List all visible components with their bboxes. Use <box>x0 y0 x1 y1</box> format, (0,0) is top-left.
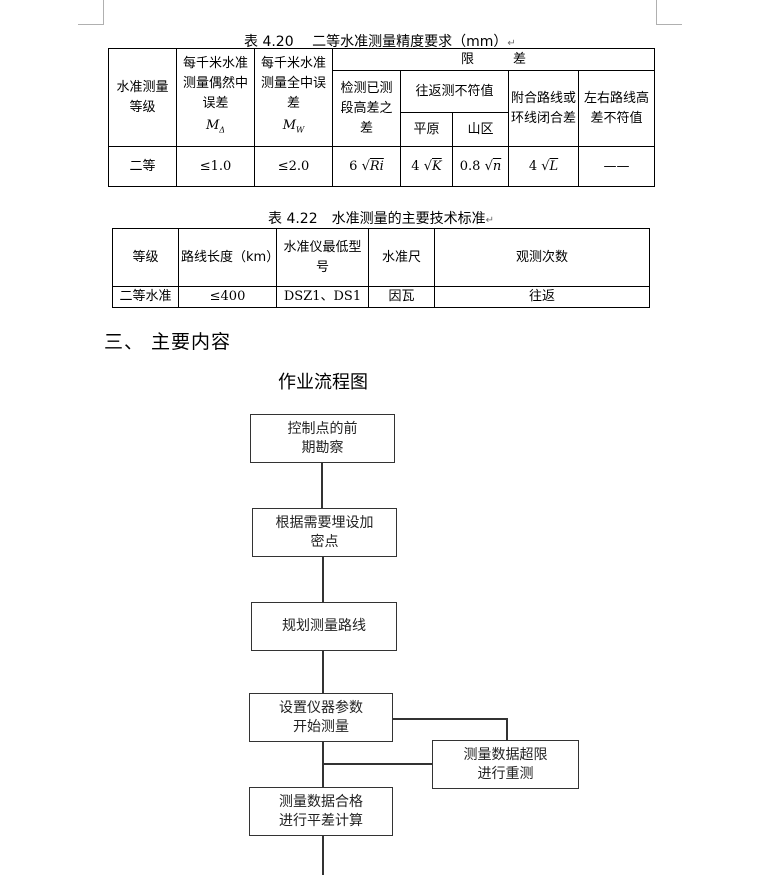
cell-obs-count: 往返 <box>434 286 650 308</box>
connector-2-3 <box>322 556 324 602</box>
header-mountain: 山区 <box>452 112 509 147</box>
connector-6-down <box>322 835 324 875</box>
branch-vertical <box>506 718 508 740</box>
branch-return <box>322 763 432 765</box>
header-level: 水准测量等级 <box>108 48 177 147</box>
flow-step-remeasure: 测量数据超限进行重测 <box>432 740 579 789</box>
header-rod: 水准尺 <box>368 228 435 287</box>
flow-step-bury-points: 根据需要埋设加密点 <box>252 508 397 557</box>
precision-table: 水准测量等级 每千米水准测量偶然中误差 MΔ 每千米水准测量全中误差 MW 限 … <box>108 48 656 187</box>
header-random-error: 每千米水准测量偶然中误差 MΔ <box>176 48 255 147</box>
header-left-right: 左右路线高差不符值 <box>577 70 656 147</box>
header-limit: 限 差 <box>331 48 656 71</box>
cell-flat-formula: 4 √K <box>400 146 453 187</box>
section-heading: 三、 主要内容 <box>104 331 232 353</box>
flow-step-survey: 控制点的前期勘察 <box>250 414 395 463</box>
cell-total-error: ≤2.0 <box>254 146 333 187</box>
cell-level: 二等 <box>108 146 177 187</box>
flow-step-start-measure: 设置仪器参数开始测量 <box>249 693 393 742</box>
flowchart-title: 作业流程图 <box>278 372 368 393</box>
connector-3-4 <box>322 650 324 693</box>
cell-grade: 二等水准 <box>112 286 179 308</box>
standards-table: 等级 路线长度（km） 水准仪最低型号 水准尺 观测次数 二等水准 ≤400 D… <box>112 228 650 308</box>
table1-caption: 表 4.20 二等水准测量精度要求（mm）↵ <box>244 34 516 50</box>
header-total-error: 每千米水准测量全中误差 MW <box>254 48 333 147</box>
header-route-length: 路线长度（km） <box>178 228 277 287</box>
header-grade: 等级 <box>112 228 179 287</box>
connector-1-2 <box>321 463 323 508</box>
table2-caption: 表 4.22 水准测量的主要技术标准↵ <box>268 211 495 227</box>
cell-closing-formula: 4 √L <box>508 146 579 187</box>
margin-guide-top-left-v <box>103 0 104 24</box>
cell-rod: 因瓦 <box>368 286 435 308</box>
cell-mountain-formula: 0.8 √n <box>452 146 509 187</box>
cell-instrument: DSZ1、DS1 <box>276 286 369 308</box>
margin-guide-top-right-h <box>656 24 682 25</box>
flow-step-adjustment: 测量数据合格进行平差计算 <box>249 787 393 836</box>
header-instrument: 水准仪最低型号 <box>276 228 369 287</box>
flow-step-plan-route: 规划测量路线 <box>251 602 397 651</box>
header-round-trip: 往返测不符值 <box>400 70 509 113</box>
cell-check-formula: 6 √Ri <box>332 146 401 187</box>
margin-guide-top-right-v <box>656 0 657 24</box>
cell-left-right: —— <box>577 146 656 187</box>
margin-guide-top-left-h <box>78 24 104 25</box>
header-obs-count: 观测次数 <box>434 228 650 287</box>
header-check-section: 检测已测段高差之差 <box>332 70 401 147</box>
header-closing: 附合路线或环线闭合差 <box>508 70 579 147</box>
header-flat: 平原 <box>400 112 453 147</box>
branch-horizontal <box>392 718 507 720</box>
cell-route-length: ≤400 <box>178 286 277 308</box>
cell-random-error: ≤1.0 <box>176 146 255 187</box>
